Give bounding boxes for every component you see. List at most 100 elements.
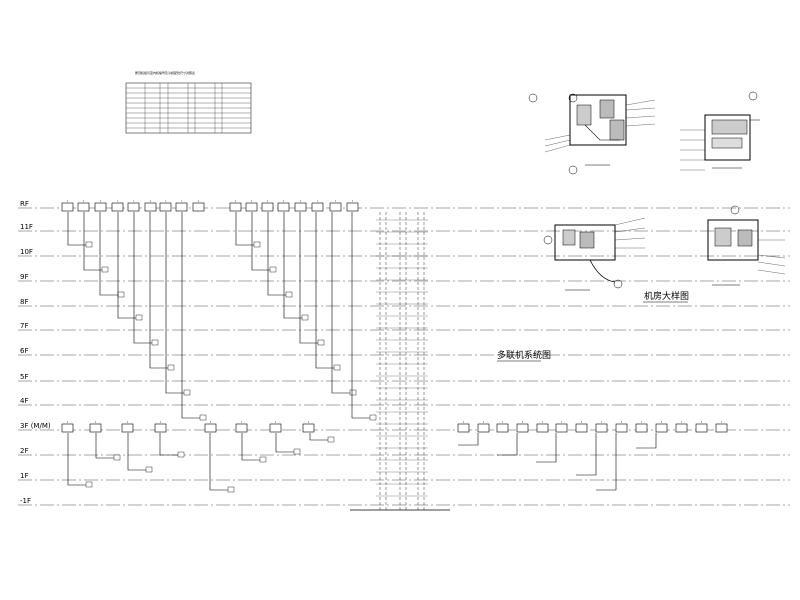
floor-label: 7F xyxy=(20,322,28,330)
indoor-unit xyxy=(333,364,341,371)
indoor-unit xyxy=(259,456,267,463)
pipe-run xyxy=(315,212,334,369)
outdoor-unit-box xyxy=(121,423,134,433)
floor-label: 6F xyxy=(20,347,28,355)
outdoor-unit-box xyxy=(261,202,274,212)
indoor-unit xyxy=(151,339,159,346)
pipe-run xyxy=(117,212,136,319)
pipe-run xyxy=(235,212,254,246)
outdoor-unit-box xyxy=(294,202,307,212)
indoor-unit xyxy=(227,486,235,493)
refrigerant-pipe-runs xyxy=(67,212,657,493)
pipe-run xyxy=(133,212,152,344)
outdoor-unit-box xyxy=(635,423,648,433)
pipe-run xyxy=(536,433,557,463)
indoor-unit xyxy=(85,241,93,248)
machine-room-detail-title: 机房大样图 xyxy=(644,290,689,302)
machine-room-detail-2 xyxy=(680,91,760,171)
pipe-run xyxy=(95,433,114,459)
floor-label: 1F xyxy=(20,472,28,480)
legend-table: 屋顶机组与室内机编号及冷媒配管尺寸对照表 xyxy=(125,70,252,134)
indoor-unit xyxy=(145,466,153,473)
pipe-run xyxy=(241,433,260,461)
pipe-run xyxy=(497,433,518,456)
outdoor-unit-box xyxy=(245,202,258,212)
pipe-run xyxy=(309,433,328,441)
outdoor-unit-box xyxy=(457,423,470,433)
pipe-run xyxy=(636,433,657,449)
floor-label: 2F xyxy=(20,447,28,455)
floor-label: 10F xyxy=(20,248,33,256)
outdoor-unit-box xyxy=(154,423,167,433)
machine-room-detail-4 xyxy=(707,205,786,286)
outdoor-unit-box xyxy=(655,423,668,433)
indoor-unit xyxy=(369,414,377,421)
pipe-run xyxy=(149,212,168,369)
outdoor-unit-box xyxy=(204,423,217,433)
pipe-run xyxy=(458,433,479,446)
machine-room-detail-1 xyxy=(528,93,656,175)
pipe-run xyxy=(251,212,270,271)
pipe-run xyxy=(267,212,286,296)
central-riser xyxy=(350,212,450,511)
floor-label: 5F xyxy=(20,373,28,381)
indoor-unit xyxy=(101,266,109,273)
floor-label: 3F (M/M) xyxy=(20,422,51,430)
pipe-run xyxy=(576,433,597,476)
pipe-run xyxy=(83,212,102,271)
indoor-unit xyxy=(293,448,301,455)
outdoor-unit-box xyxy=(575,423,588,433)
legend-table-caption: 屋顶机组与室内机编号及冷媒配管尺寸对照表 xyxy=(135,70,195,75)
outdoor-unit-box xyxy=(346,202,359,212)
outdoor-unit-box xyxy=(477,423,490,433)
indoor-unit xyxy=(317,339,325,346)
indoor-unit xyxy=(199,414,207,421)
outdoor-unit-box xyxy=(61,202,74,212)
outdoor-unit-box xyxy=(311,202,324,212)
outdoor-unit-box xyxy=(111,202,124,212)
third-floor-outdoor-units xyxy=(61,421,315,433)
pipe-run xyxy=(331,212,350,394)
pipe-run xyxy=(159,433,178,456)
machine-room-detail-3 xyxy=(543,217,646,291)
outdoor-unit-box xyxy=(61,423,74,433)
indoor-unit xyxy=(253,241,261,248)
indoor-unit xyxy=(113,454,121,461)
floor-label: 11F xyxy=(20,223,33,231)
right-branch-units xyxy=(457,421,728,433)
pipe-run xyxy=(165,212,184,394)
outdoor-unit-box xyxy=(192,202,205,212)
outdoor-unit-box xyxy=(144,202,157,212)
floor-label: RF xyxy=(20,200,29,208)
outdoor-unit-box xyxy=(94,202,107,212)
indoor-unit xyxy=(117,291,125,298)
outdoor-unit-box xyxy=(302,423,315,433)
outdoor-unit-box xyxy=(127,202,140,212)
outdoor-unit-box xyxy=(175,202,188,212)
outdoor-unit-box xyxy=(675,423,688,433)
pipe-run xyxy=(99,212,118,296)
pipe-run xyxy=(67,212,86,246)
indoor-unit xyxy=(349,389,357,396)
indoor-unit xyxy=(177,451,185,458)
indoor-unit xyxy=(269,266,277,273)
pipe-run xyxy=(181,212,200,419)
floor-label: 9F xyxy=(20,273,28,281)
roof-outdoor-units xyxy=(61,200,359,212)
indoor-unit xyxy=(167,364,175,371)
pipe-run xyxy=(209,433,228,491)
outdoor-unit-box xyxy=(595,423,608,433)
indoor-unit xyxy=(285,291,293,298)
outdoor-unit-box xyxy=(329,202,342,212)
outdoor-unit-box xyxy=(269,423,282,433)
outdoor-unit-box xyxy=(89,423,102,433)
outdoor-unit-box xyxy=(715,423,728,433)
outdoor-unit-box xyxy=(695,423,708,433)
system-diagram-title: 多联机系统图 xyxy=(497,349,551,361)
indoor-unit xyxy=(85,481,93,488)
pipe-run xyxy=(275,433,294,453)
outdoor-unit-box xyxy=(235,423,248,433)
pipe-run xyxy=(127,433,146,471)
pipe-run xyxy=(596,433,617,491)
pipe-run xyxy=(283,212,302,319)
